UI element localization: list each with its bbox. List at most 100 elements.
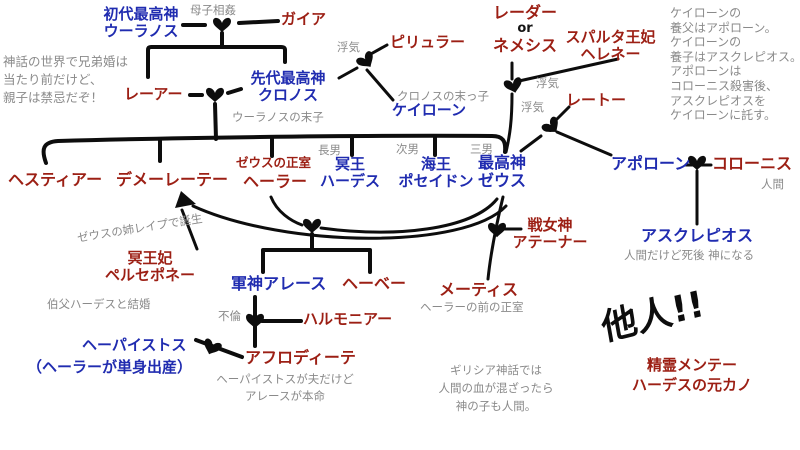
node-hephaestus: ヘーパイストス — [82, 336, 187, 354]
affair-label-3: 浮気 — [521, 100, 544, 114]
persephone-note: 伯父ハーデスと結婚 — [47, 297, 151, 311]
cronus-title: 先代最高神 — [250, 69, 326, 87]
zeus-metis-line — [486, 195, 505, 281]
node-metis: メーティス — [439, 280, 519, 299]
cronus-children-stem — [213, 102, 218, 141]
leto-heart-line — [553, 105, 571, 123]
node-hestia: ヘスティアー — [8, 170, 103, 189]
son3-label: 三男 — [470, 142, 493, 156]
helen-title: スパルタ王妃 — [565, 28, 656, 46]
helen-name: ヘレネー — [580, 45, 641, 64]
cronus-name: クロノス — [257, 86, 318, 105]
son2-label: 次男 — [396, 142, 419, 156]
right-note-line7: アスクレピオスを — [670, 93, 767, 108]
node-apollo: アポローン — [611, 154, 691, 173]
uranus-children-bracket — [146, 45, 287, 79]
hera-heart-curve — [269, 195, 304, 227]
cronus-affair-line — [337, 66, 359, 80]
cronus-heart-line — [226, 87, 243, 95]
affair-label-1: 浮気 — [337, 40, 360, 54]
right-note-line6: コローニス殺害後、 — [670, 78, 779, 93]
apollo-child-line — [555, 130, 613, 157]
node-cronus: 先代最高神 クロノス — [244, 69, 332, 105]
node-hebe: ヘーベー — [342, 274, 407, 293]
sibling-bracket — [41, 133, 508, 165]
left-commentary: 神話の世界で兄弟婚は 当たり前だけど、 親子は禁忌だぞ！ — [3, 53, 128, 107]
greek-note-line1: ギリシア神話では — [450, 363, 542, 377]
greek-note-line3: 神の子も人間。 — [455, 399, 537, 413]
minthe-sub: ハーデスの元カノ — [631, 376, 752, 395]
node-hades: 冥王 ハーデス — [315, 155, 385, 191]
hades-title: 冥王 — [334, 155, 365, 173]
uranus-title: 初代最高神 — [103, 5, 179, 23]
aphrodite-note: ヘーパイストスが夫だけど アレースが本命 — [215, 371, 355, 406]
poseidon-title: 海王 — [420, 155, 451, 173]
node-ares: 軍神アレース — [231, 274, 327, 293]
or-word: or — [517, 21, 533, 37]
aphrodite-note-line2: アレースが本命 — [245, 389, 325, 404]
nemesis-name: ネメシス — [492, 36, 557, 56]
node-chiron: ケイローン — [392, 101, 466, 119]
right-note-line1: ケイローンの — [670, 6, 742, 20]
node-coronis: コローニス — [712, 154, 793, 173]
minthe-title: 精霊メンテー — [646, 356, 737, 374]
right-note-line5: アポローンは — [670, 64, 742, 79]
cronus-note: ウーラノスの末子 — [232, 110, 324, 124]
chiron-note: クロノスの末っ子 — [397, 89, 489, 103]
athena-name: アテーナー — [512, 233, 588, 252]
left-note-line3: 親子は禁忌だぞ！ — [3, 90, 104, 105]
chiron-child-line — [365, 68, 395, 102]
incest-note: 母子相姦 — [190, 3, 236, 17]
hera-children-bracket — [261, 248, 372, 274]
persephone-line — [180, 208, 199, 251]
right-note-line8: ケイローンに託す。 — [670, 108, 776, 123]
zeus-name: ゼウス — [477, 171, 526, 191]
node-asclepius: アスクレピオス — [641, 226, 754, 245]
uranus-name: ウーラノス — [103, 22, 179, 41]
leda-name: レーダー — [492, 3, 557, 22]
node-minthe: 精霊メンテー ハーデスの元カノ — [626, 355, 758, 396]
heart-icon — [200, 337, 223, 358]
heart-icon — [503, 76, 525, 96]
node-hera: ヘーラー — [243, 172, 308, 191]
furin-label: 不倫 — [218, 309, 241, 323]
node-athena: 戦女神 アテーナー — [510, 216, 590, 252]
node-uranus: 初代最高神 ウーラノス — [100, 5, 182, 41]
greek-note-line2: 人間の血が混ざったら — [438, 381, 554, 395]
athena-title: 戦女神 — [527, 216, 573, 234]
node-demeter: デメーレーテー — [116, 170, 229, 189]
zeus-title: 最高神 — [477, 153, 526, 172]
right-note-line2: 養父はアポローン。 — [670, 20, 777, 35]
node-rhea: レーアー — [124, 85, 183, 103]
heart-icon — [688, 155, 706, 171]
node-zeus: 最高神 ゼウス — [463, 153, 541, 191]
right-note-line4: 養子はアスクレピオス。 — [670, 49, 800, 64]
heart-icon — [206, 87, 224, 103]
hephaestus-sub: （ヘーラーが単身出産） — [27, 358, 193, 376]
node-philyra: ピリュラー — [390, 33, 466, 51]
node-gaia: ガイア — [281, 10, 327, 28]
metis-note: ヘーラーの前の正室 — [420, 300, 524, 314]
left-note-line1: 神話の世界で兄弟婚は — [3, 54, 129, 69]
heart-icon — [213, 17, 231, 33]
node-helen: スパルタ王妃 ヘレネー — [561, 28, 660, 64]
gaia-heart-line — [237, 19, 280, 25]
son1-label: 長男 — [318, 143, 341, 157]
hades-name: ハーデス — [319, 172, 380, 191]
persephone-title: 冥王妃 — [127, 249, 173, 267]
right-note-line3: ケイローンの — [670, 35, 742, 50]
node-harmonia: ハルモニアー — [303, 310, 393, 328]
node-poseidon: 海王 ポセイドン — [394, 155, 478, 191]
asclepius-note: 人間だけど死後 神になる — [624, 248, 755, 262]
left-note-line2: 当たり前だけど、 — [3, 72, 103, 87]
persephone-name: ペルセポネー — [104, 266, 195, 285]
node-leda-nemesis: レーダー or ネメシス — [482, 3, 568, 56]
greek-note: ギリシア神話では 人間の血が混ざったら 神の子も人間。 — [425, 361, 567, 415]
heart-icon — [303, 218, 321, 234]
node-aphrodite: アフロディーテ — [245, 348, 356, 367]
zeus-leto-line — [519, 134, 543, 153]
node-persephone: 冥王妃 ペルセポネー — [88, 249, 212, 285]
affair-label-2: 浮気 — [536, 76, 559, 90]
zeus-leda-line — [504, 92, 514, 154]
